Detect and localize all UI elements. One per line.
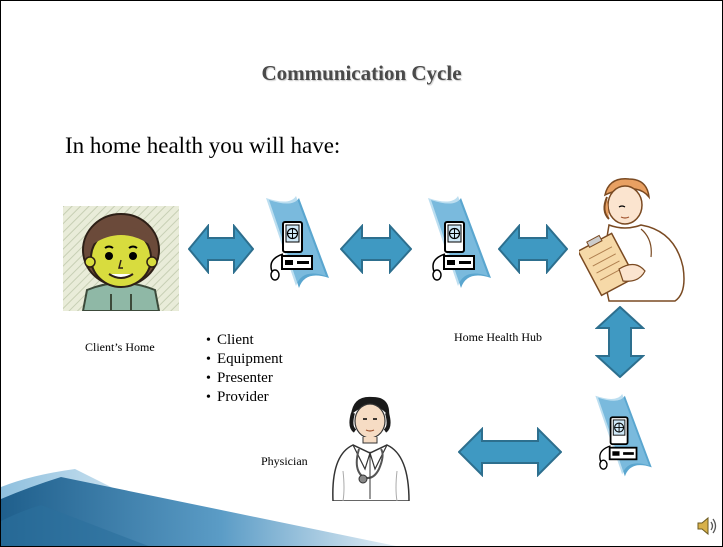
- nurse-icon: [579, 173, 691, 303]
- physician-icon: [323, 393, 417, 501]
- label-physician: Physician: [261, 454, 308, 468]
- double-arrow-4: [458, 427, 562, 477]
- role-bullet-list: Client Equipment Presenter Provider: [206, 331, 283, 407]
- label-client-home: Client’s Home: [85, 340, 155, 354]
- list-item: Client: [206, 331, 283, 350]
- computer-icon-1: [263, 196, 333, 291]
- slide-title: Communication Cycle: [261, 61, 462, 85]
- label-home-health-hub: Home Health Hub: [454, 330, 542, 344]
- double-arrow-3: [498, 224, 568, 274]
- list-item: Equipment: [206, 350, 283, 369]
- computer-icon-2: [425, 196, 495, 291]
- speaker-icon[interactable]: [696, 516, 718, 536]
- double-arrow-1: [188, 224, 254, 274]
- vertical-double-arrow: [595, 306, 645, 378]
- double-arrow-2: [340, 224, 412, 274]
- decorative-banner: [1, 459, 441, 546]
- list-item: Provider: [206, 388, 283, 407]
- client-face-icon: [63, 206, 179, 311]
- computer-icon-3: [589, 394, 659, 479]
- list-item: Presenter: [206, 369, 283, 388]
- slide-subtitle: In home health you will have:: [65, 133, 341, 158]
